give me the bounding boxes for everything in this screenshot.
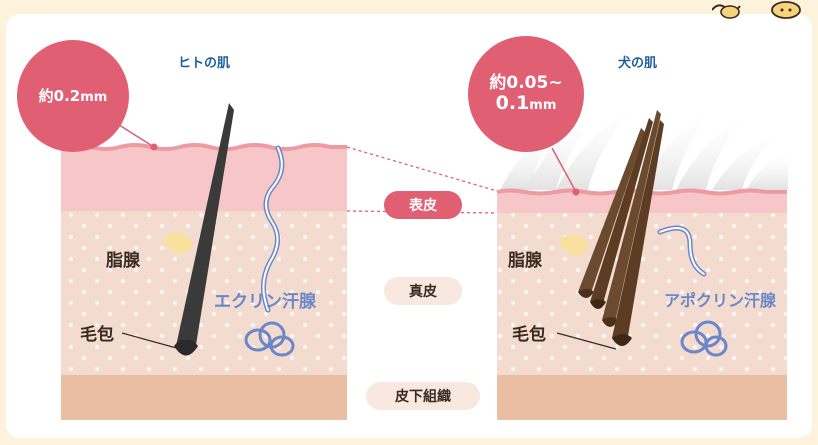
dog-thickness-value: 0.1 — [495, 91, 530, 114]
subcutaneous-pill: 皮下組織 — [366, 382, 480, 410]
eccrine-gland-label: エクリン汗腺 — [214, 292, 316, 312]
dog-thickness-line1: 約0.05~ — [489, 73, 563, 94]
corner-decoration-icon — [712, 1, 801, 19]
human-thickness-prefix: 約0.2 — [38, 86, 81, 105]
apocrine-gland-label: アポクリン汗腺 — [664, 291, 777, 310]
dog-subcutaneous-layer — [497, 375, 787, 420]
dog-skin-title: 犬の肌 — [618, 56, 658, 71]
layer-connector-lines — [346, 146, 498, 214]
apocrine-gland-coil-icon — [680, 320, 728, 357]
dog-sebaceous-gland-icon — [559, 234, 589, 256]
dog-skin-block — [496, 100, 788, 420]
human-sebaceous-gland-icon — [163, 232, 193, 254]
human-sebaceous-label: 脂腺 — [106, 251, 140, 271]
dog-thickness-badge: 約0.05~ 0.1mm — [468, 36, 584, 152]
eccrine-gland-coil-icon — [244, 321, 295, 357]
dog-follicle-label: 毛包 — [512, 325, 546, 345]
human-thickness-badge: 約0.2mm — [17, 40, 129, 152]
epidermis-pill: 表皮 — [384, 191, 462, 219]
dog-hair-cluster-icon — [578, 110, 664, 346]
human-thickness-unit: mm — [80, 89, 108, 105]
human-skin-block — [60, 103, 347, 420]
dog-thickness-unit: mm — [529, 97, 557, 113]
dog-sebaceous-label: 脂腺 — [508, 251, 542, 271]
human-follicle-label: 毛包 — [80, 325, 114, 345]
human-skin-title: ヒトの肌 — [178, 56, 231, 71]
human-hair-icon — [176, 103, 234, 353]
human-subcutaneous-layer — [61, 375, 347, 420]
dermis-pill: 真皮 — [384, 277, 462, 305]
human-epidermis-layer — [61, 147, 347, 211]
